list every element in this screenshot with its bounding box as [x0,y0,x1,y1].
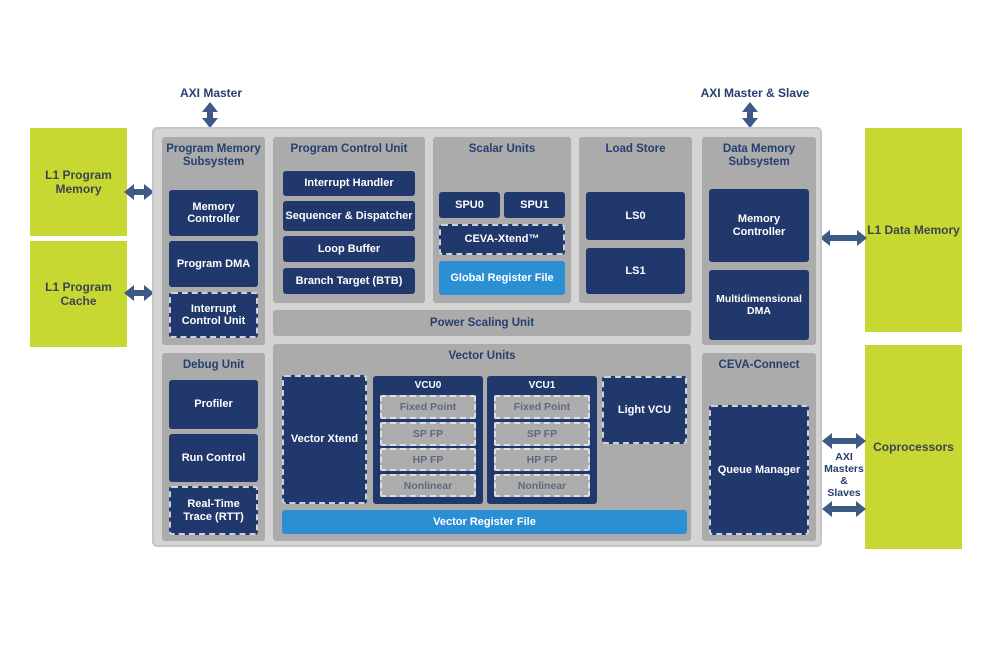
vcu1-sp-fp-block: SP FP [494,422,590,446]
bidirectional-arrow-icon [124,285,154,301]
bidirectional-arrow-icon [822,501,866,517]
memory-controller-block: Memory Controller [169,190,258,236]
sequencer-dispatcher-block: Sequencer & Dispatcher [283,201,415,231]
interrupt-control-unit-block: Interrupt Control Unit [169,292,258,338]
section-title: Scalar Units [468,143,536,155]
section-title: Load Store [605,143,666,155]
branch-target-block: Branch Target (BTB) [283,268,415,294]
section-title: Debug Unit [182,359,245,371]
axi-masters-slaves-line: AXI [835,451,853,463]
l1-data-memory-block: L1 Data Memory [865,128,962,332]
axi-masters-slaves-label: AXI Masters & Slaves [818,451,870,499]
loop-buffer-block: Loop Buffer [283,236,415,262]
axi-master-label: AXI Master [179,86,243,100]
profiler-block: Profiler [169,380,258,429]
vcu1-hp-fp-block: HP FP [494,448,590,471]
ls1-block: LS1 [586,248,685,294]
vcu0-block: VCU0 Fixed Point SP FP HP FP Nonlinear [373,376,483,504]
axi-master-slave-label: AXI Master & Slave [700,86,810,100]
dsp-core-container: Program Memory Subsystem Memory Controll… [152,127,822,547]
vcu1-nonlinear-block: Nonlinear [494,474,590,497]
global-register-file-block: Global Register File [439,261,565,295]
load-store-section: Load Store LS0 LS1 [579,137,692,303]
ls0-block: LS0 [586,192,685,240]
data-memory-subsystem-section: Data Memory Subsystem Memory Controller … [702,137,816,345]
vcu1-title: VCU1 [528,380,556,391]
vcu1-block: VCU1 Fixed Point SP FP HP FP Nonlinear [487,376,597,504]
spu0-block: SPU0 [439,192,500,218]
debug-unit-section: Debug Unit Profiler Run Control Real-Tim… [162,353,265,541]
section-title: Program Memory Subsystem [166,143,261,168]
vector-register-file-block: Vector Register File [282,510,687,534]
scalar-units-section: Scalar Units SPU0 SPU1 CEVA-Xtend™ Globa… [433,137,571,303]
spu1-block: SPU1 [504,192,565,218]
l1-program-memory-block: L1 Program Memory [30,128,127,236]
bidirectional-arrow-icon [742,102,758,128]
axi-masters-slaves-line: Slaves [827,487,861,499]
memory-controller-block: Memory Controller [709,189,809,262]
section-title: Data Memory Subsystem [722,143,796,168]
vcu0-sp-fp-block: SP FP [380,422,476,446]
ceva-connect-section: CEVA-Connect Queue Manager [702,353,816,541]
interrupt-handler-block: Interrupt Handler [283,171,415,196]
program-dma-block: Program DMA [169,241,258,287]
l1-program-cache-block: L1 Program Cache [30,241,127,347]
section-title: Power Scaling Unit [429,316,535,329]
axi-masters-slaves-line: Masters [824,463,864,475]
bidirectional-arrow-icon [202,102,218,128]
program-memory-subsystem-section: Program Memory Subsystem Memory Controll… [162,137,265,345]
bidirectional-arrow-icon [820,230,867,246]
queue-manager-block: Queue Manager [709,405,809,535]
bidirectional-arrow-icon [124,184,154,200]
power-scaling-unit-section: Power Scaling Unit [273,310,691,336]
run-control-block: Run Control [169,434,258,482]
vcu0-nonlinear-block: Nonlinear [380,474,476,497]
bidirectional-arrow-icon [822,433,866,449]
vector-units-section: Vector Units Vector Xtend VCU0 Fixed Poi… [273,344,691,541]
multidimensional-dma-block: Multidimensional DMA [709,270,809,340]
axi-masters-slaves-line: & [840,475,848,487]
light-vcu-block: Light VCU [602,376,687,444]
program-control-unit-section: Program Control Unit Interrupt Handler S… [273,137,425,303]
coprocessors-block: Coprocessors [865,345,962,549]
vcu0-hp-fp-block: HP FP [380,448,476,471]
vcu1-fixed-point-block: Fixed Point [494,395,590,419]
vcu0-fixed-point-block: Fixed Point [380,395,476,419]
section-title: Program Control Unit [290,143,408,155]
section-title: Vector Units [448,350,516,362]
section-title: CEVA-Connect [718,359,800,371]
ceva-xtend-block: CEVA-Xtend™ [439,224,565,255]
vcu0-title: VCU0 [414,380,442,391]
vector-xtend-block: Vector Xtend [282,375,367,504]
real-time-trace-block: Real-Time Trace (RTT) [169,486,258,535]
